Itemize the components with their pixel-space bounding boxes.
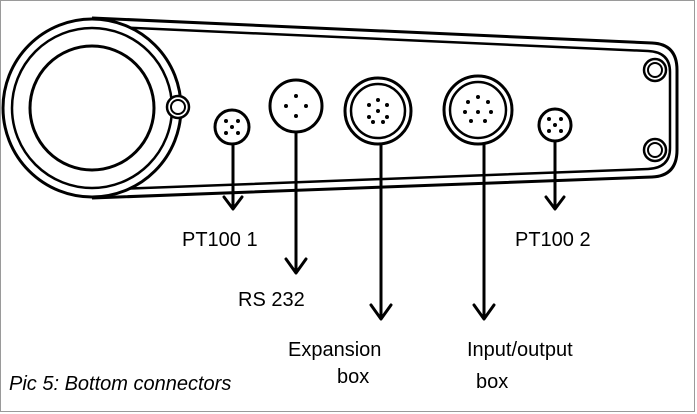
connector-pt100-2 [537, 107, 573, 143]
label-pt100-2: PT100 2 [515, 229, 591, 251]
label-io-line1: Input/output [467, 339, 573, 361]
connector-pt100-1 [213, 108, 251, 146]
label-expansion-line1: Expansion [288, 339, 382, 361]
device-body-outer [91, 16, 679, 200]
figure-caption: Pic 5: Bottom connectors [9, 373, 232, 395]
label-pt100-1: PT100 1 [182, 229, 258, 251]
label-rs232: RS 232 [238, 289, 305, 311]
screw-right-bottom [642, 137, 668, 163]
arrow-pt100-1 [222, 143, 244, 211]
device-body [91, 16, 679, 200]
connector-input-output-box [442, 74, 514, 146]
label-io-line2: box [476, 371, 509, 393]
round-end-knob [1, 17, 183, 199]
arrow-pt100-2 [544, 140, 566, 211]
device-body-inner [91, 24, 672, 192]
arrows [222, 131, 566, 321]
arrow-expansion-box [369, 143, 393, 321]
round-end-inner [28, 44, 156, 172]
screw-left [165, 94, 191, 120]
connector-expansion-box [343, 76, 413, 146]
arrow-input-output-box [472, 143, 496, 321]
screw-right-top [642, 57, 668, 83]
arrow-rs232 [284, 131, 308, 275]
connector-rs232 [268, 78, 324, 134]
label-expansion-line2: box [337, 366, 370, 388]
